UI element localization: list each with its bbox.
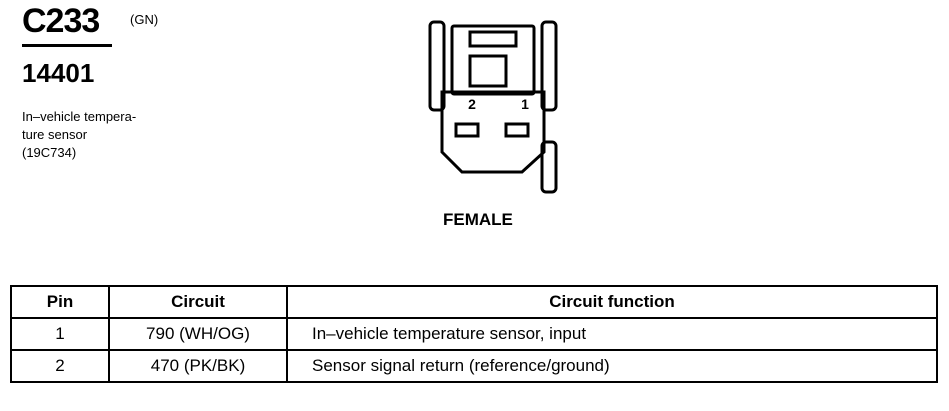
view-label: FEMALE	[443, 210, 513, 229]
connector-face-diagram: 2 1	[428, 20, 558, 194]
table-header-row: Pin Circuit Circuit function	[10, 285, 938, 319]
connector-upper-housing	[450, 24, 536, 96]
table-row: 1 790 (WH/OG) In–vehicle temperature sen…	[10, 317, 938, 351]
component-description: In–vehicle tempera- ture sensor (19C734)	[22, 108, 136, 162]
pin-cell: 1	[10, 317, 110, 351]
pin-label-1: 1	[521, 96, 529, 112]
wire-color-code: (GN)	[130, 12, 159, 27]
circuit-cell: 470 (PK/BK)	[108, 349, 288, 383]
description-line: ture sensor	[22, 127, 88, 142]
header-pin: Pin	[10, 285, 110, 319]
title-underline	[22, 44, 112, 47]
pin-cavity-2	[454, 122, 480, 138]
circuit-cell: 790 (WH/OG)	[108, 317, 288, 351]
function-cell: In–vehicle temperature sensor, input	[286, 317, 938, 351]
header-circuit: Circuit	[108, 285, 288, 319]
connector-body	[440, 90, 546, 174]
inner-window	[468, 54, 508, 88]
pin-label-2: 2	[468, 96, 476, 112]
connector-id: C233	[22, 2, 100, 40]
part-number: 14401	[22, 58, 95, 88]
header-circuit-function: Circuit function	[286, 285, 938, 319]
description-line: In–vehicle tempera-	[22, 109, 137, 124]
function-cell: Sensor signal return (reference/ground)	[286, 349, 938, 383]
right-latch	[540, 20, 558, 112]
pin-cavity-1	[504, 122, 530, 138]
left-latch	[428, 20, 446, 112]
key-slot	[468, 30, 518, 48]
pinout-table: Pin Circuit Circuit function 1 790 (WH/O…	[10, 285, 938, 383]
table-row: 2 470 (PK/BK) Sensor signal return (refe…	[10, 349, 938, 383]
pin-cell: 2	[10, 349, 110, 383]
right-lower-tab	[540, 140, 558, 194]
description-line: (19C734)	[22, 145, 77, 160]
